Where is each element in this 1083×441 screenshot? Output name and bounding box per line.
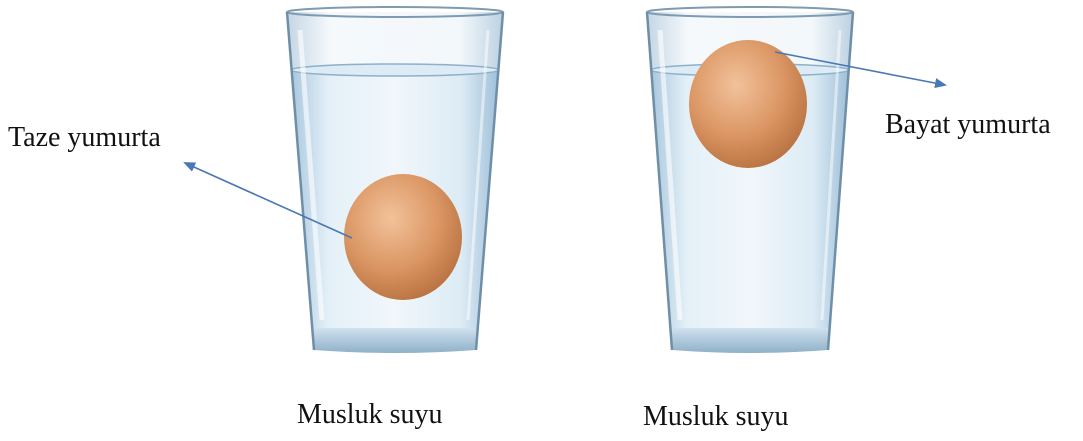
right-glass-caption: Musluk suyu — [643, 403, 788, 431]
stale-egg — [689, 40, 807, 168]
fresh-egg-label: Taze yumurta — [8, 124, 161, 152]
stale-egg-label: Bayat yumurta — [885, 111, 1051, 139]
fresh-egg — [344, 174, 462, 300]
left-glass-caption: Musluk suyu — [297, 401, 442, 429]
